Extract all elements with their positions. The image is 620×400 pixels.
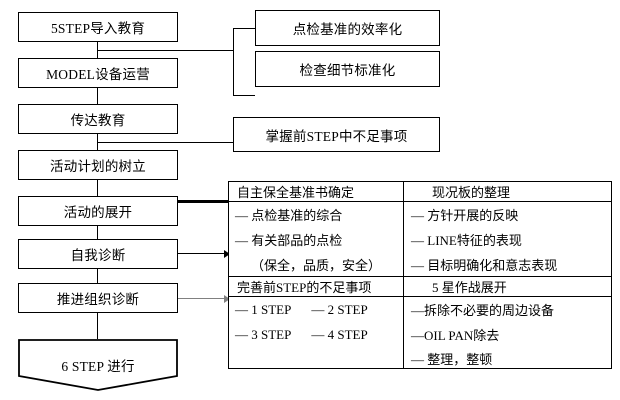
- matrix-item-right-1-3: — 目标明确化和意志表现: [411, 257, 558, 273]
- matrix-item-left-2-1: — 1 STEP — 2 STEP: [229, 297, 403, 322]
- matrix-header-improve-shortfall: 完善前STEP的不足事项: [237, 280, 372, 295]
- branch-stub-b2: [233, 95, 255, 97]
- flow-node-self-diagnosis[interactable]: 自我诊断: [18, 239, 178, 269]
- matrix-column-divider: [403, 182, 405, 368]
- connector-n7-n8: [97, 313, 99, 339]
- arrow-head-n6: [224, 250, 230, 258]
- matrix-item-left-1-1: — 点检基准的综合: [235, 208, 343, 223]
- branch-line-from-n1: [97, 50, 234, 52]
- branch-node-inspection-standardization[interactable]: 检查细节标准化: [255, 51, 440, 87]
- flow-node-model-operation[interactable]: MODEL设备运营: [18, 58, 178, 88]
- connector-n2-n3: [97, 88, 99, 104]
- matrix-divider-block1-header: [229, 201, 611, 203]
- matrix-step-label-1: — 1 STEP: [235, 301, 292, 317]
- branch-line-from-n3: [97, 142, 233, 144]
- flow-node-6step-proceed[interactable]: 6 STEP 进行: [18, 339, 178, 391]
- matrix-divider-block2-header: [229, 296, 611, 298]
- flow-node-activity-plan[interactable]: 活动计划的树立: [18, 150, 178, 180]
- matrix-step-label-2: — 2 STEP: [311, 301, 368, 317]
- flow-node-org-diagnosis[interactable]: 推进组织诊断: [18, 283, 178, 313]
- matrix-item-right-2-3: — 整理，整顿: [411, 351, 493, 367]
- connector-n7-to-matrix: [178, 298, 226, 300]
- flow-node-5step-intro[interactable]: 5STEP导入教育: [18, 12, 178, 42]
- branch-stub-b1: [233, 28, 255, 30]
- matrix-item-right-2-1: —拆除不必要的周边设备: [411, 303, 555, 318]
- matrix-header-five-star-operation: 5 星作战展开: [432, 280, 507, 295]
- matrix-item-right-1-2: — LINE特征的表现: [411, 233, 522, 248]
- connector-n6-to-matrix: [178, 253, 226, 255]
- flow-node-6step-label: 6 STEP 进行: [61, 359, 135, 374]
- matrix-item-left-1-2: — 有关部品的点检: [235, 233, 343, 248]
- arrow-head-n7: [224, 295, 230, 303]
- branch-node-grasp-shortfall[interactable]: 掌握前STEP中不足事项: [233, 117, 440, 152]
- matrix-divider-block2-top: [229, 276, 611, 278]
- matrix-item-left-1-3: （保全，品质，安全）: [251, 257, 382, 273]
- pentagon-shape: [18, 339, 178, 391]
- flow-node-transfer-education[interactable]: 传达教育: [18, 104, 178, 134]
- connector-n5-to-matrix: [178, 200, 230, 203]
- matrix-item-left-2-2: — 3 STEP — 4 STEP: [229, 322, 403, 347]
- matrix-item-right-1-1: — 方针开展的反映: [411, 208, 519, 223]
- connector-n5-n6: [97, 226, 99, 239]
- matrix-step-label-4: — 4 STEP: [311, 326, 368, 342]
- matrix-item-right-2-2: —OIL PAN除去: [411, 328, 500, 343]
- matrix-table: 自主保全基准书确定 现况板的整理 — 点检基准的综合 — 有关部品的点检 （保全…: [228, 181, 612, 369]
- connector-n6-n7: [97, 269, 99, 283]
- connector-n4-n5: [97, 180, 99, 196]
- branch-node-inspection-efficiency[interactable]: 点检基准的效率化: [255, 10, 440, 46]
- matrix-header-status-board: 现况板的整理: [432, 185, 511, 200]
- matrix-header-autonomous-standard: 自主保全基准书确定: [237, 185, 355, 200]
- matrix-step-label-3: — 3 STEP: [235, 326, 292, 342]
- branch-riser-top: [233, 28, 235, 96]
- flow-node-activity-development[interactable]: 活动的展开: [18, 196, 178, 226]
